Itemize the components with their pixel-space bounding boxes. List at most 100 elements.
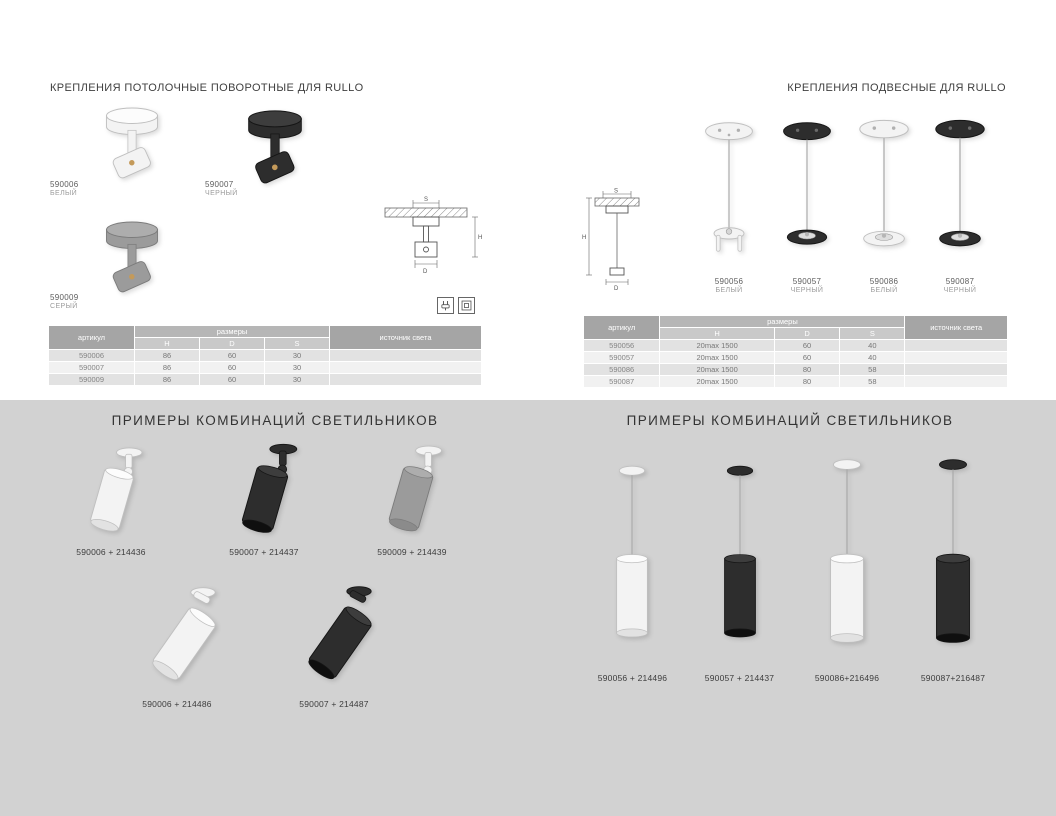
cell-artikul: 590006: [49, 350, 134, 361]
header-D: D: [774, 328, 840, 339]
cell-source: [905, 340, 1007, 351]
cell-artikul: 590009: [49, 374, 134, 385]
cell-D: 60: [774, 340, 840, 351]
cell-D: 80: [774, 364, 840, 375]
combo-caption: 590007 + 214437: [229, 547, 299, 557]
dim-label-d: D: [423, 269, 428, 275]
power-plug-icon: [437, 297, 454, 314]
section-title-ceiling-mounts: КРЕПЛЕНИЯ ПОТОЛОЧНЫЕ ПОВОРОТНЫЕ ДЛЯ RULL…: [50, 82, 364, 94]
cell-D: 60: [200, 362, 264, 373]
product-color-name: БЕЛЫЙ: [870, 287, 898, 294]
pendant-spec-table: артикул размеры источник света H D S 590…: [583, 315, 1008, 388]
dim-label-d: D: [614, 286, 619, 292]
header-sizes: размеры: [135, 326, 329, 337]
cell-H: 20max 1500: [660, 376, 774, 387]
product-image-590057: [777, 115, 837, 273]
combo-image-590006-214486: [126, 580, 234, 694]
combo-image-590057-214437: [711, 452, 769, 668]
combo-image-590006-214436: [62, 441, 162, 543]
cell-H: 86: [135, 362, 199, 373]
header-artikul: артикул: [49, 326, 134, 349]
product-code: 590086: [869, 277, 899, 286]
product-image-590007: [228, 96, 322, 200]
product-code: 590009: [50, 293, 79, 302]
rotary-mount-shape: [106, 108, 157, 179]
product-color-name: БЕЛЫЙ: [715, 287, 743, 294]
product-image-590006: [86, 103, 178, 185]
cell-artikul: 590056: [584, 340, 660, 351]
pendant-lamp-shape: [725, 466, 756, 637]
header-S: S: [265, 338, 329, 349]
cell-S: 30: [265, 374, 329, 385]
product-label-590086: 590086 БЕЛЫЙ: [843, 277, 925, 294]
combo-caption: 590009 + 214439: [377, 547, 447, 557]
product-image-590056: [699, 115, 759, 273]
product-color-name: БЕЛЫЙ: [50, 190, 78, 197]
cell-artikul: 590087: [584, 376, 660, 387]
cell-H: 20max 1500: [660, 364, 774, 375]
combo-caption: 590006 + 214436: [76, 547, 146, 557]
cell-D: 60: [200, 350, 264, 361]
rotary-mount-shape: [249, 111, 302, 185]
cell-S: 30: [265, 350, 329, 361]
header-source: источник света: [330, 326, 481, 349]
spec-row-590007: 590007 86 60 30: [49, 362, 481, 373]
spec-row-590056: 590056 20max 1500 60 40: [584, 340, 1007, 351]
cell-D: 80: [774, 376, 840, 387]
product-label-590009: 590009 СЕРЫЙ: [50, 293, 79, 310]
ceiling-spec-table: артикул размеры источник света H D S 590…: [48, 325, 482, 386]
class-ii-icon: [458, 297, 475, 314]
spot-lamp-shape: [306, 587, 374, 683]
pendant-lamp-shape: [617, 466, 648, 637]
cell-source: [905, 352, 1007, 363]
product-label-590087: 590087 ЧЕРНЫЙ: [919, 277, 1001, 294]
spec-row-590009: 590009 86 60 30: [49, 374, 481, 385]
product-color-name: ЧЕРНЫЙ: [205, 190, 238, 197]
spot-lamp-shape: [89, 448, 142, 534]
pendant-mount-shape: [860, 120, 908, 245]
product-label-590056: 590056 БЕЛЫЙ: [688, 277, 770, 294]
pendant-mount-shape: [706, 123, 753, 251]
combo-image-590056-214496: [603, 452, 661, 668]
spec-row-590006: 590006 86 60 30: [49, 350, 481, 361]
cell-S: 40: [840, 340, 905, 351]
header-artikul: артикул: [584, 316, 660, 339]
dim-label-s: S: [614, 189, 618, 195]
product-color-name: ЧЕРНЫЙ: [790, 287, 824, 294]
pendant-lamp-shape: [937, 460, 970, 643]
combo-image-590009-214439: [360, 439, 462, 543]
cell-artikul: 590007: [49, 362, 134, 373]
header-H: H: [135, 338, 199, 349]
product-color-name: ЧЕРНЫЙ: [943, 287, 977, 294]
cell-source: [330, 362, 481, 373]
cell-D: 60: [774, 352, 840, 363]
spec-row-590087: 590087 20max 1500 80 58: [584, 376, 1007, 387]
tech-drawing-pendant-mount: S H D: [582, 189, 640, 292]
cell-source: [330, 350, 481, 361]
dim-label-h: H: [478, 235, 482, 241]
tech-drawing-ceiling-mount: S H D: [384, 197, 482, 275]
cell-artikul: 590057: [584, 352, 660, 363]
cell-S: 58: [840, 376, 905, 387]
combo-caption: 590086+216496: [814, 673, 880, 683]
product-image-590087: [929, 115, 991, 273]
cell-H: 86: [135, 350, 199, 361]
cell-H: 20max 1500: [660, 352, 774, 363]
product-image-590009: [86, 217, 178, 299]
product-code: 590056: [714, 277, 744, 286]
combos-background: [0, 400, 1056, 816]
section-title-pendant-mounts: КРЕПЛЕНИЯ ПОДВЕСНЫЕ ДЛЯ RULLO: [787, 82, 1006, 94]
header-S: S: [840, 328, 905, 339]
spec-row-590086: 590086 20max 1500 80 58: [584, 364, 1007, 375]
spot-lamp-shape: [240, 444, 296, 535]
cell-D: 60: [200, 374, 264, 385]
dim-label-s: S: [424, 197, 428, 203]
header-H: H: [660, 328, 774, 339]
cell-S: 40: [840, 352, 905, 363]
header-D: D: [200, 338, 264, 349]
pendant-lamp-shape: [831, 460, 864, 643]
combos-right-title: ПРИМЕРЫ КОМБИНАЦИЙ СВЕТИЛЬНИКОВ: [626, 413, 954, 428]
product-code: 590006: [50, 180, 79, 189]
cell-S: 58: [840, 364, 905, 375]
